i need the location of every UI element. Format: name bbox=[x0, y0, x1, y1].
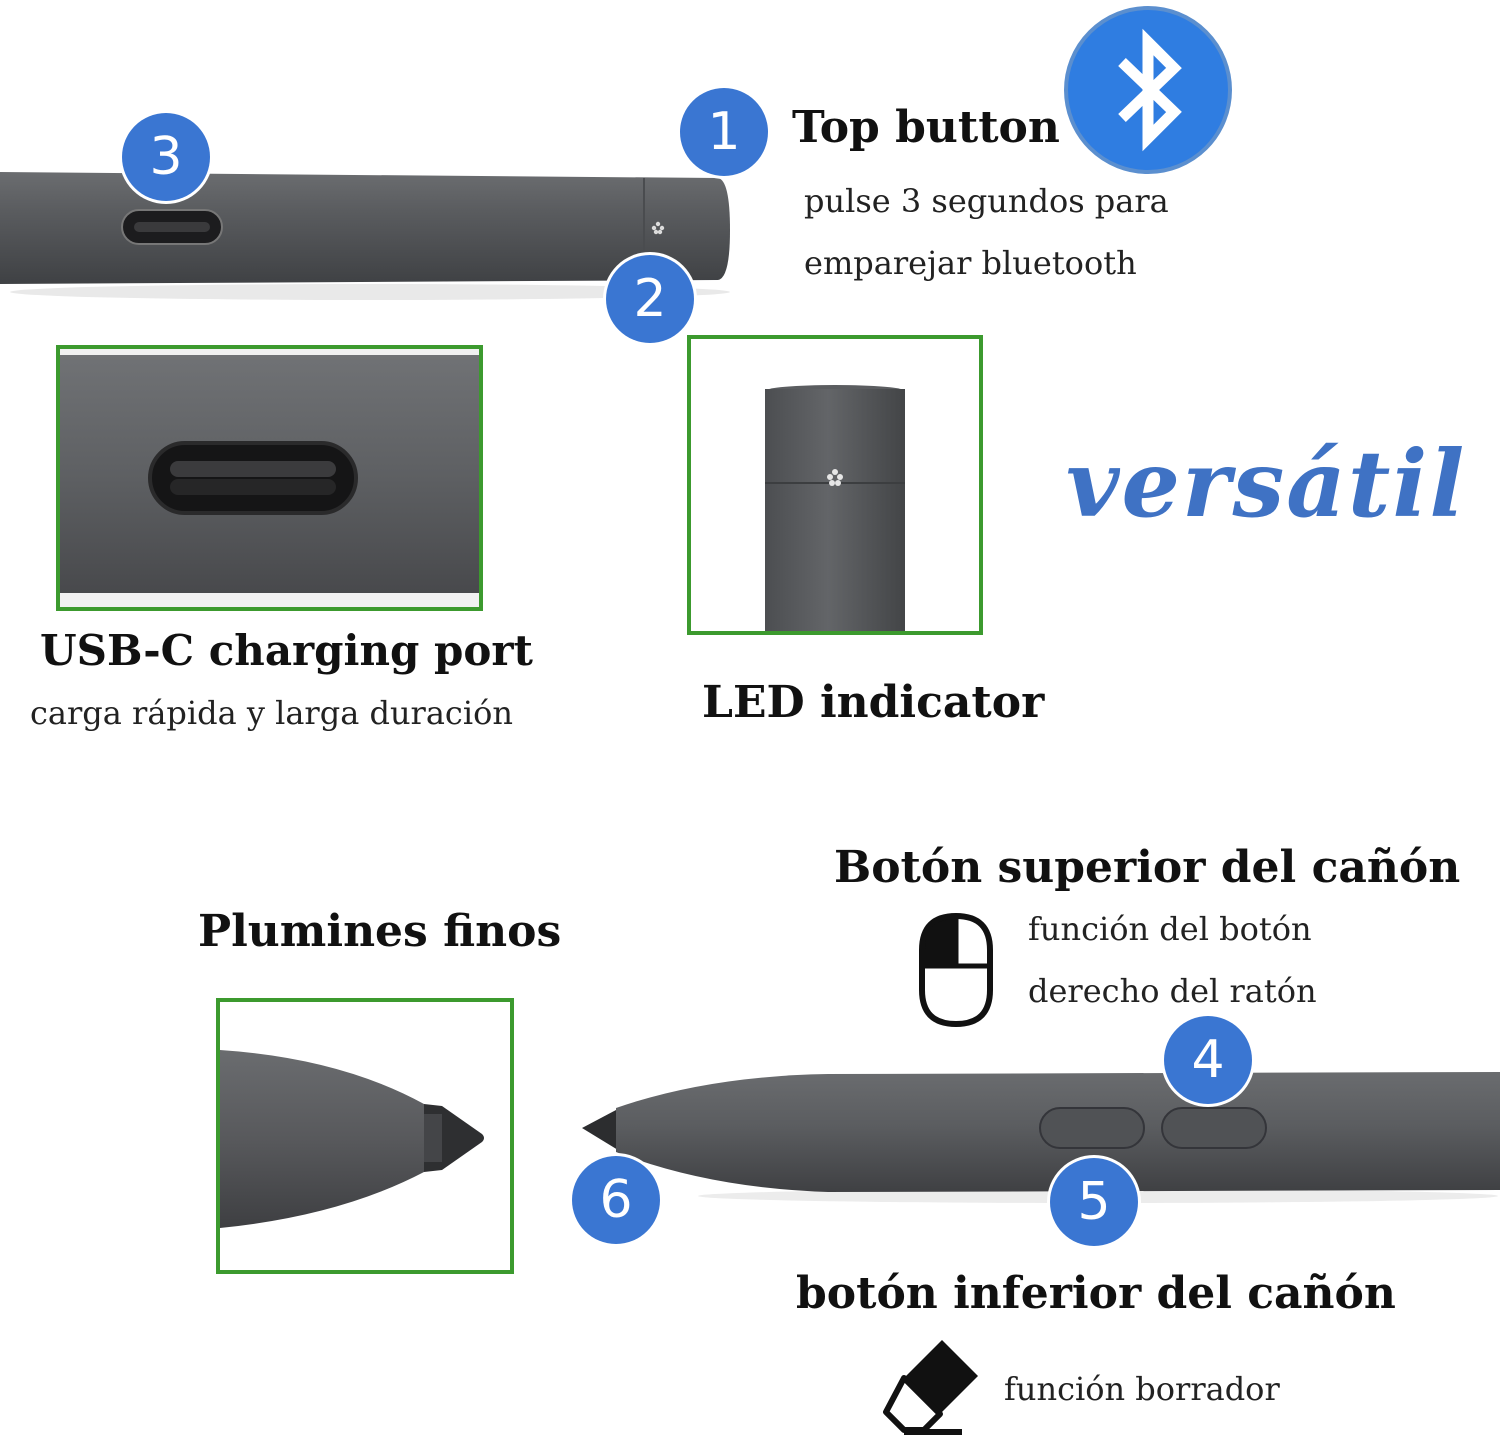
barrel-bottom-desc: función borrador bbox=[1004, 1370, 1280, 1408]
barrel-top-desc-line1: función del botón bbox=[1028, 910, 1312, 948]
barrel-top-title: Botón superior del cañón bbox=[834, 842, 1461, 893]
badge-usb: 3 bbox=[122, 113, 210, 201]
barrel-bottom-title: botón inferior del cañón bbox=[796, 1268, 1396, 1319]
led-detail bbox=[687, 335, 983, 635]
eraser-icon bbox=[883, 1340, 978, 1435]
led-title: LED indicator bbox=[702, 677, 1045, 728]
badge-barrel-top: 4 bbox=[1164, 1016, 1252, 1104]
usb-port-detail bbox=[56, 345, 483, 611]
top-button-title: Top button bbox=[792, 102, 1060, 153]
bluetooth-icon bbox=[1064, 6, 1232, 174]
usb-title: USB-C charging port bbox=[40, 626, 533, 675]
tagline: versátil bbox=[1066, 430, 1467, 538]
top-button-desc-line2: emparejar bluetooth bbox=[804, 244, 1137, 282]
pen-top-illustration bbox=[0, 172, 730, 300]
pen-barrel-illustration bbox=[582, 1072, 1500, 1203]
badge-barrel-bottom: 5 bbox=[1050, 1158, 1138, 1246]
badge-top-button: 1 bbox=[680, 88, 768, 176]
badge-led: 2 bbox=[606, 255, 694, 343]
top-button-desc-line1: pulse 3 segundos para bbox=[804, 182, 1169, 220]
mouse-icon bbox=[919, 912, 993, 1028]
tip-detail bbox=[216, 998, 514, 1274]
tip-title: Plumines finos bbox=[198, 906, 562, 957]
barrel-top-desc-line2: derecho del ratón bbox=[1028, 972, 1317, 1010]
badge-tip: 6 bbox=[572, 1156, 660, 1244]
usb-desc: carga rápida y larga duración bbox=[30, 694, 513, 732]
